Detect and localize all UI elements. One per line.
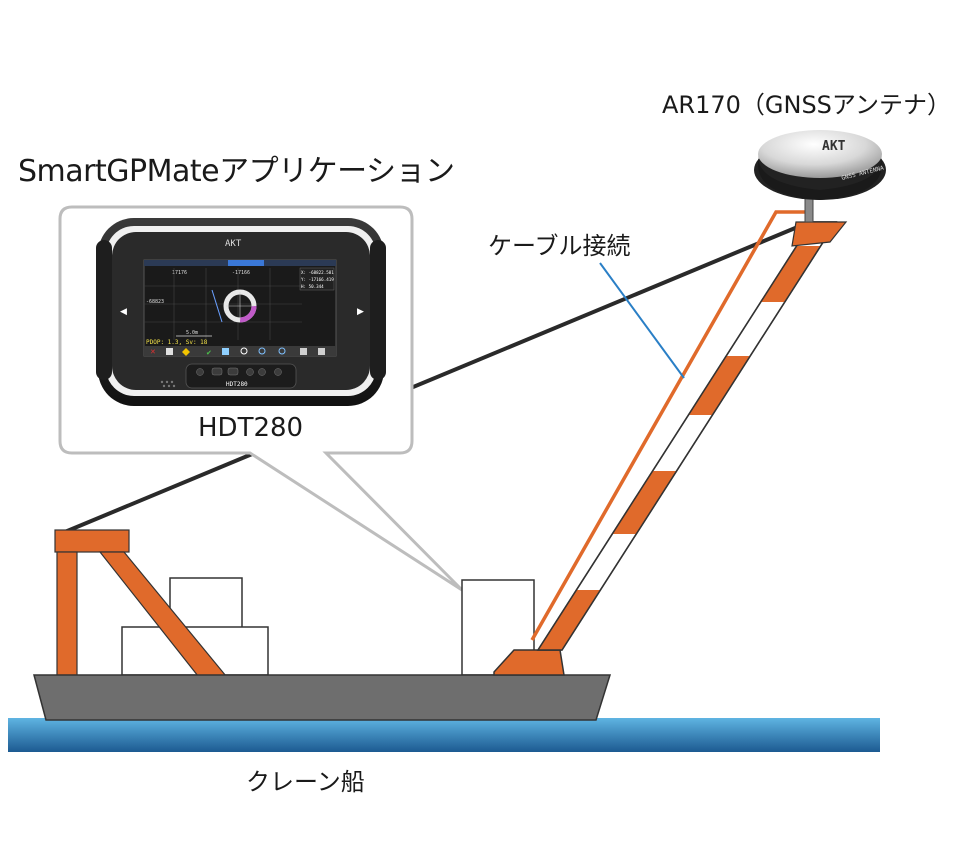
boom-tip bbox=[791, 221, 848, 247]
antenna-label: AR170（GNSSアンテナ） bbox=[662, 91, 951, 119]
support-cable bbox=[59, 224, 801, 536]
side-arrow-left: ◀ bbox=[120, 307, 127, 317]
svg-text:✕: ✕ bbox=[150, 348, 156, 356]
cable-label: ケーブル接続 bbox=[488, 232, 631, 260]
readout-y: Y: -17166.419 bbox=[301, 277, 334, 282]
screen-status: PDOP: 1.3, Sv: 18 bbox=[146, 339, 208, 346]
hull bbox=[33, 674, 612, 721]
hdt280-tablet: AKT ◀ ▶ 17176 -17166 -68823 X: -68822.58… bbox=[96, 218, 386, 406]
readout-x: X: -68822.581 bbox=[301, 270, 334, 275]
device-model-plate: HDT280 bbox=[226, 381, 248, 388]
screen-toolbar-icons: ✕ ✔ bbox=[150, 347, 325, 357]
cable-leader-line bbox=[599, 262, 685, 379]
app-title: SmartGPMateアプリケーション bbox=[18, 154, 455, 189]
device-brand: AKT bbox=[225, 239, 242, 249]
side-arrow-right: ▶ bbox=[357, 307, 364, 317]
readout-h: H: 50.344 bbox=[301, 284, 324, 289]
screen-tab-left: 17176 bbox=[172, 270, 187, 276]
screen-scale: 5.0m bbox=[186, 330, 198, 336]
antenna-cable bbox=[530, 198, 810, 641]
crane-ship-label: クレーン船 bbox=[246, 768, 365, 796]
screen-axis-left: -68823 bbox=[146, 299, 164, 305]
antenna-logo: AKT bbox=[822, 139, 846, 154]
device-label: HDT280 bbox=[198, 413, 304, 443]
a-frame bbox=[54, 529, 228, 677]
svg-text:✔: ✔ bbox=[206, 349, 212, 357]
water bbox=[8, 718, 880, 752]
boom-base bbox=[493, 649, 565, 676]
gnss-antenna: AKT GNSS ANTENNA bbox=[754, 130, 886, 200]
crane-boom bbox=[536, 221, 838, 651]
screen-tab-mid: -17166 bbox=[232, 270, 250, 276]
